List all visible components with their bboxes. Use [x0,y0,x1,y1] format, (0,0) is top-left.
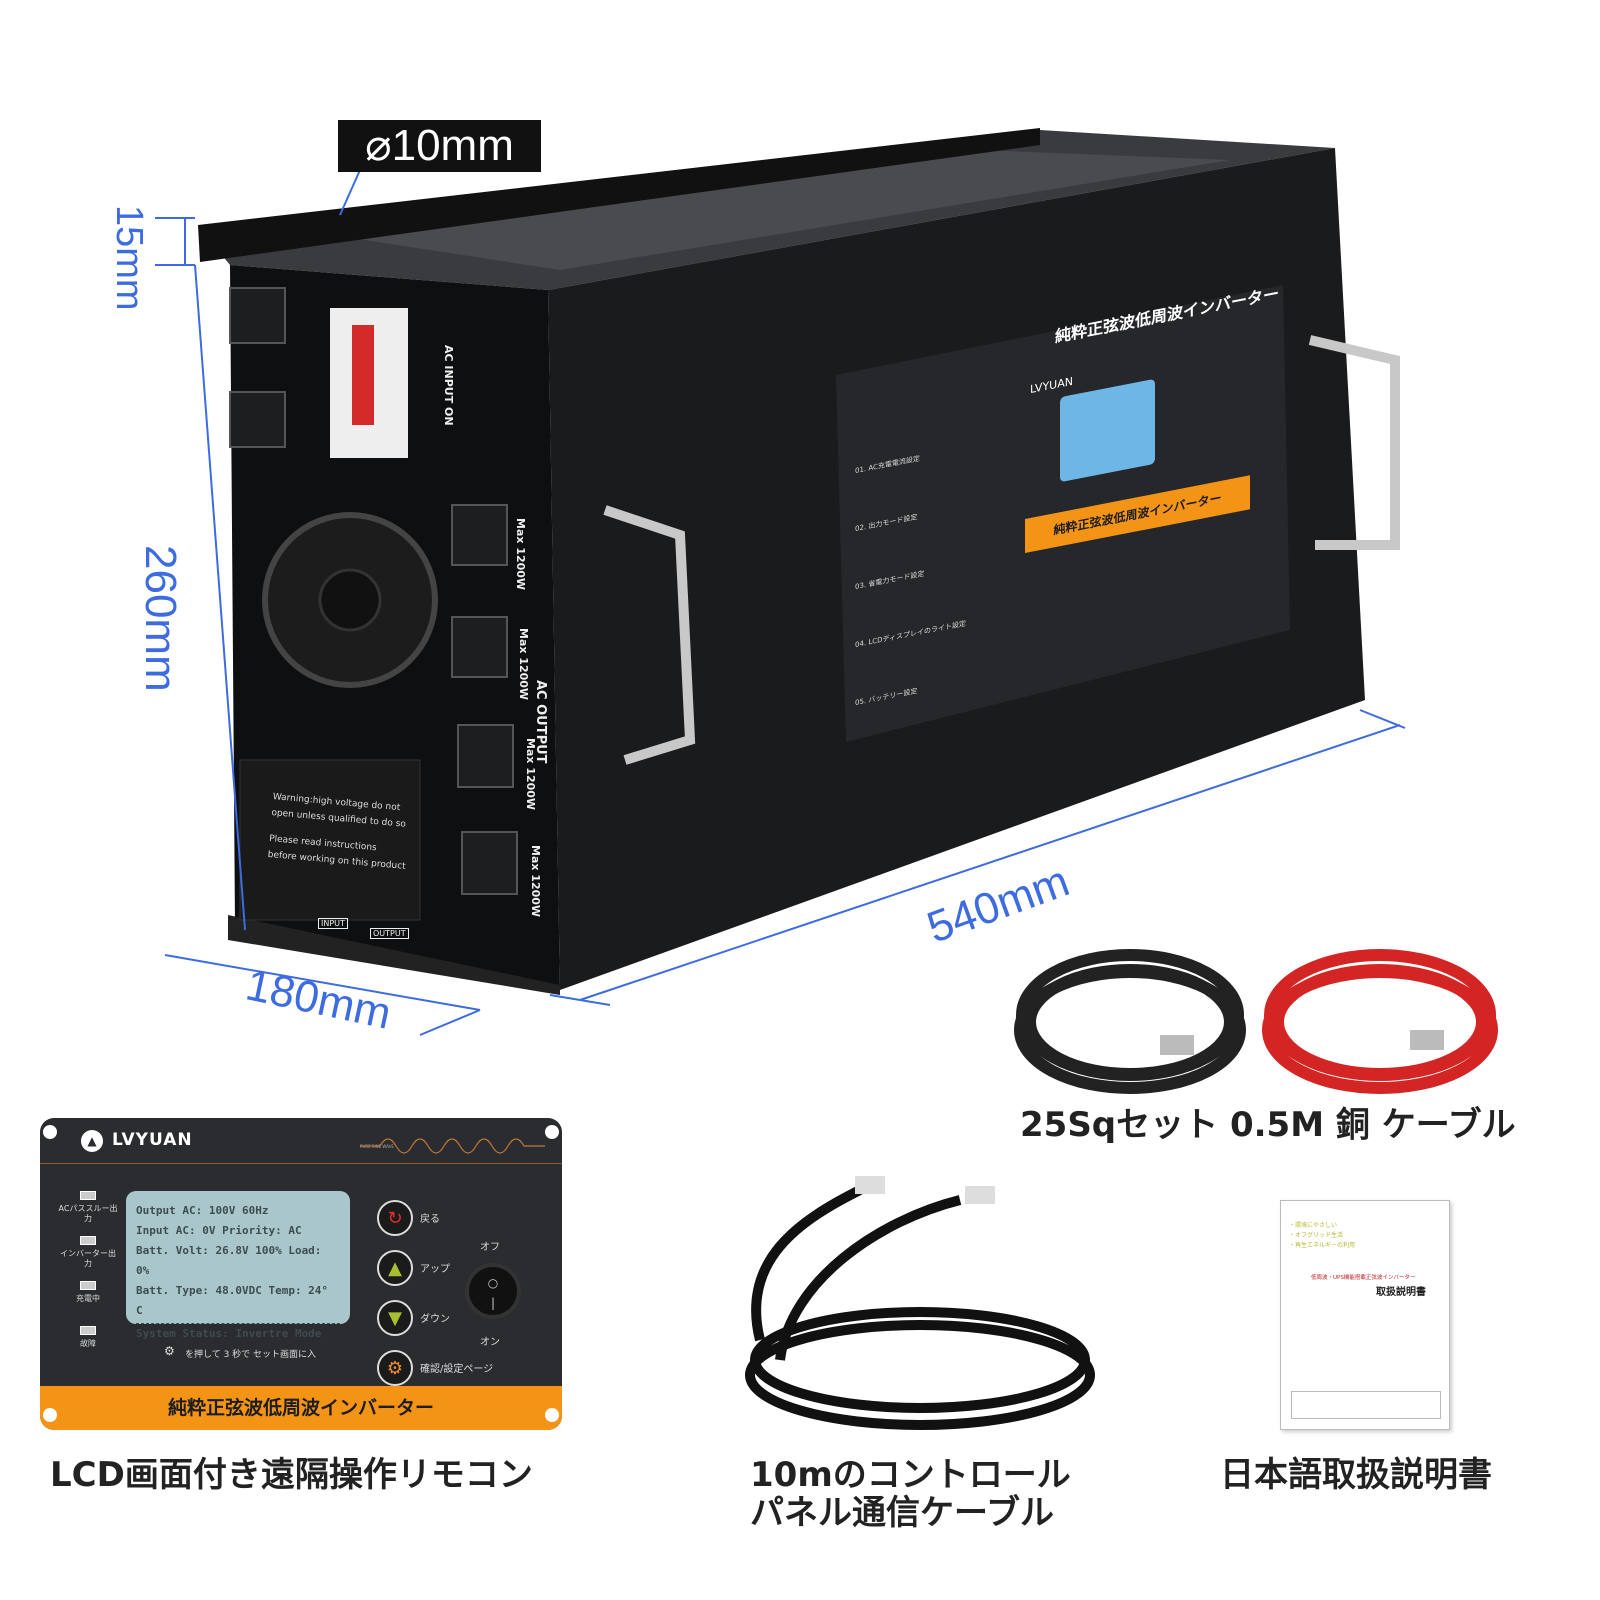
outlet-rating: Max 1200W [529,845,542,918]
back-button[interactable]: ↻ [377,1200,413,1236]
cables-caption: 25Sqセット 0.5M 銅 ケーブル [1020,1105,1516,1145]
battery-cable-black [1014,949,1246,1094]
remote-banner: 純粋正弦波低周波インバーター [40,1386,562,1430]
hole-diameter-label: ⌀10mm [338,120,541,172]
warning-cover [239,759,421,921]
led-label: ACパススルー出力 [58,1204,118,1223]
comm-cable-caption: 10mのコントロールパネル通信ケーブル [750,1455,1071,1533]
side-panel-brand: LVYUAN [1030,374,1073,397]
led-indicator [80,1326,96,1335]
outlets [229,287,518,895]
outlet-rating: Max 1200W [514,518,527,591]
dimension-lines [155,169,1406,1036]
switch-on-label: オン [480,1337,500,1348]
side-panel-banner: 純粋正弦波低周波インバーター [1025,475,1250,554]
handle-rear [1308,335,1400,550]
remote-caption: LCD画面付き遠隔操作リモコン [50,1455,533,1495]
ac-input-label: AC INPUT ON [442,345,455,426]
led-indicator [80,1191,96,1200]
up-label: アップ [420,1264,450,1275]
manual-caption: 日本語取扱説明書 [1220,1455,1492,1495]
up-button[interactable]: ▲ [377,1250,413,1286]
instruction-manual: ・環境にやさしい・オフグリッド生活・再生エネルギーの利用 低周波・UPS機能搭載… [1280,1200,1450,1430]
outlet-rating: Max 1200W [517,628,530,701]
battery-cable-red [1262,949,1498,1094]
remote-brand: LVYUAN [112,1130,193,1150]
gear-icon: ⚙ [164,1344,175,1358]
led-label: 充電中 [76,1294,100,1303]
led-indicator [80,1281,96,1290]
remote-control-panel: ▲ LVYUAN PURE SINE WAVE ACパススルー出力 インバーター… [40,1118,562,1430]
manual-subtitle: 低周波・UPS機能搭載正弦波インバーター [1311,1275,1416,1281]
input-terminal-label: INPUT [318,918,348,929]
down-button[interactable]: ▼ [377,1300,413,1336]
handle-front [603,505,696,765]
settings-button[interactable]: ⚙ [377,1350,413,1386]
switch-off-label: オフ [480,1242,500,1253]
manual-title: 取扱説明書 [1376,1287,1426,1298]
settings-hint: を押して 3 秒で セット画面に入 [185,1350,317,1360]
led-label: インバーター出力 [60,1249,116,1268]
sine-wave-icon [360,1138,545,1154]
outlet-rating: Max 1200W [524,738,537,811]
rj45-connector-icon [855,1176,885,1194]
power-switch[interactable]: ○| [465,1263,521,1319]
led-indicator [80,1236,96,1245]
mount-bracket [198,128,1040,262]
back-label: 戻る [420,1214,440,1225]
down-label: ダウン [420,1314,450,1325]
output-terminal-label: OUTPUT [370,928,409,939]
front-foot [228,915,560,995]
communication-cable [745,1185,1095,1430]
cable-lug-icon [1410,1030,1444,1050]
top-vent-mesh [300,150,1230,270]
side-panel-lcd [1060,378,1155,483]
rj45-connector-icon [965,1186,995,1204]
brand-logo-icon: ▲ [81,1130,103,1152]
side-panel-title: 純粋正弦波低周波インバーター [1055,283,1280,347]
cable-lug-icon [1160,1035,1194,1055]
height-label: 260mm [136,545,185,692]
settings-label: 確認/設定ページ [420,1364,494,1375]
bracket-height-label: 15mm [108,205,150,311]
led-label: 故障 [80,1339,96,1348]
